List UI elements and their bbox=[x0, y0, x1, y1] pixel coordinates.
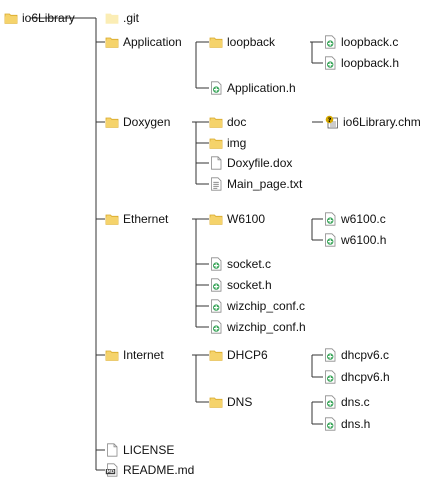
text-file-icon bbox=[209, 177, 223, 191]
tree-node-loopback-c: loopback.c bbox=[323, 34, 398, 50]
folder-icon bbox=[209, 395, 223, 409]
node-label: Doxyfile.dox bbox=[227, 156, 293, 170]
node-label: loopback.c bbox=[341, 35, 399, 49]
tree-node-doxyfile: Doxyfile.dox bbox=[209, 155, 292, 171]
tree-node-socket-c: socket.c bbox=[209, 256, 271, 272]
node-label: dhcpv6.c bbox=[341, 348, 390, 362]
node-label: w6100.h bbox=[341, 233, 387, 247]
c-file-icon bbox=[209, 81, 223, 95]
c-file-icon bbox=[323, 35, 337, 49]
tree-node-main-page: Main_page.txt bbox=[209, 176, 302, 192]
tree-node-w6100: W6100 bbox=[209, 211, 265, 227]
tree-node-loopback: loopback bbox=[209, 34, 275, 50]
tree-node-w6100-c: w6100.c bbox=[323, 211, 386, 227]
node-label: README.md bbox=[123, 463, 195, 477]
folder-icon bbox=[209, 212, 223, 226]
tree-node-dns: DNS bbox=[209, 394, 252, 410]
tree-node-application-h: Application.h bbox=[209, 80, 296, 96]
node-label: img bbox=[227, 136, 247, 150]
node-label: DNS bbox=[227, 395, 253, 409]
tree-node-io6library-chm: ? io6Library.chm bbox=[325, 114, 421, 130]
markdown-file-icon: MD bbox=[105, 463, 119, 477]
c-file-icon bbox=[323, 56, 337, 70]
folder-icon bbox=[209, 35, 223, 49]
c-file-icon bbox=[323, 417, 337, 431]
tree-node-wizchip-conf-h: wizchip_conf.h bbox=[209, 319, 306, 335]
help-file-icon: ? bbox=[325, 115, 339, 129]
tree-node-doc: doc bbox=[209, 114, 246, 130]
c-file-icon bbox=[323, 370, 337, 384]
blank-file-icon bbox=[209, 156, 223, 170]
c-file-icon bbox=[323, 233, 337, 247]
node-label: LICENSE bbox=[123, 443, 175, 457]
node-label: Ethernet bbox=[123, 212, 169, 226]
node-label: Internet bbox=[123, 348, 164, 362]
folder-icon bbox=[105, 348, 119, 362]
c-file-icon bbox=[209, 278, 223, 292]
tree-node-wizchip-conf-c: wizchip_conf.c bbox=[209, 298, 305, 314]
node-label: W6100 bbox=[227, 212, 266, 226]
tree-node-readme: MD README.md bbox=[105, 462, 194, 478]
c-file-icon bbox=[209, 257, 223, 271]
blank-file-icon bbox=[105, 443, 119, 457]
folder-icon bbox=[209, 348, 223, 362]
node-label: socket.h bbox=[227, 278, 272, 292]
c-file-icon bbox=[209, 299, 223, 313]
folder-icon bbox=[209, 115, 223, 129]
c-file-icon bbox=[323, 348, 337, 362]
c-file-icon bbox=[209, 320, 223, 334]
c-file-icon bbox=[323, 395, 337, 409]
tree-node-doxygen: Doxygen bbox=[105, 114, 170, 130]
tree-node-img: img bbox=[209, 135, 246, 151]
tree-node-git: .git bbox=[105, 10, 139, 26]
node-label: dns.c bbox=[341, 395, 370, 409]
node-label: io6Library.chm bbox=[343, 115, 421, 129]
node-label: Application.h bbox=[227, 81, 296, 95]
tree-node-socket-h: socket.h bbox=[209, 277, 272, 293]
node-label: io6Library bbox=[22, 11, 75, 25]
node-label: wizchip_conf.h bbox=[227, 320, 306, 334]
node-label: wizchip_conf.c bbox=[227, 299, 306, 313]
node-label: dns.h bbox=[341, 417, 371, 431]
node-label: loopback.h bbox=[341, 56, 400, 70]
tree-node-license: LICENSE bbox=[105, 442, 174, 458]
node-label: loopback bbox=[227, 35, 276, 49]
tree-node-loopback-h: loopback.h bbox=[323, 55, 399, 71]
folder-icon bbox=[4, 11, 18, 25]
tree-node-dns-c: dns.c bbox=[323, 394, 370, 410]
tree-node-internet: Internet bbox=[105, 347, 164, 363]
folder-icon bbox=[105, 35, 119, 49]
node-label: Doxygen bbox=[123, 115, 171, 129]
tree-node-application: Application bbox=[105, 34, 182, 50]
node-label: DHCP6 bbox=[227, 348, 268, 362]
c-file-icon bbox=[323, 212, 337, 226]
tree-node-w6100-h: w6100.h bbox=[323, 232, 386, 248]
node-label: Application bbox=[123, 35, 182, 49]
svg-text:?: ? bbox=[328, 116, 332, 124]
node-label: w6100.c bbox=[341, 212, 386, 226]
tree-node-io6library: io6Library bbox=[4, 10, 75, 26]
tree-node-dhcp6: DHCP6 bbox=[209, 347, 268, 363]
tree-node-dns-h: dns.h bbox=[323, 416, 370, 432]
folder-icon bbox=[209, 136, 223, 150]
hidden-folder-icon bbox=[105, 11, 119, 25]
svg-text:MD: MD bbox=[107, 469, 115, 475]
node-label: Main_page.txt bbox=[227, 177, 303, 191]
folder-icon bbox=[105, 212, 119, 226]
tree-node-dhcpv6-c: dhcpv6.c bbox=[323, 347, 389, 363]
node-label: .git bbox=[123, 11, 140, 25]
tree-node-dhcpv6-h: dhcpv6.h bbox=[323, 369, 390, 385]
tree-node-ethernet: Ethernet bbox=[105, 211, 168, 227]
node-label: dhcpv6.h bbox=[341, 370, 390, 384]
folder-icon bbox=[105, 115, 119, 129]
node-label: socket.c bbox=[227, 257, 272, 271]
node-label: doc bbox=[227, 115, 247, 129]
